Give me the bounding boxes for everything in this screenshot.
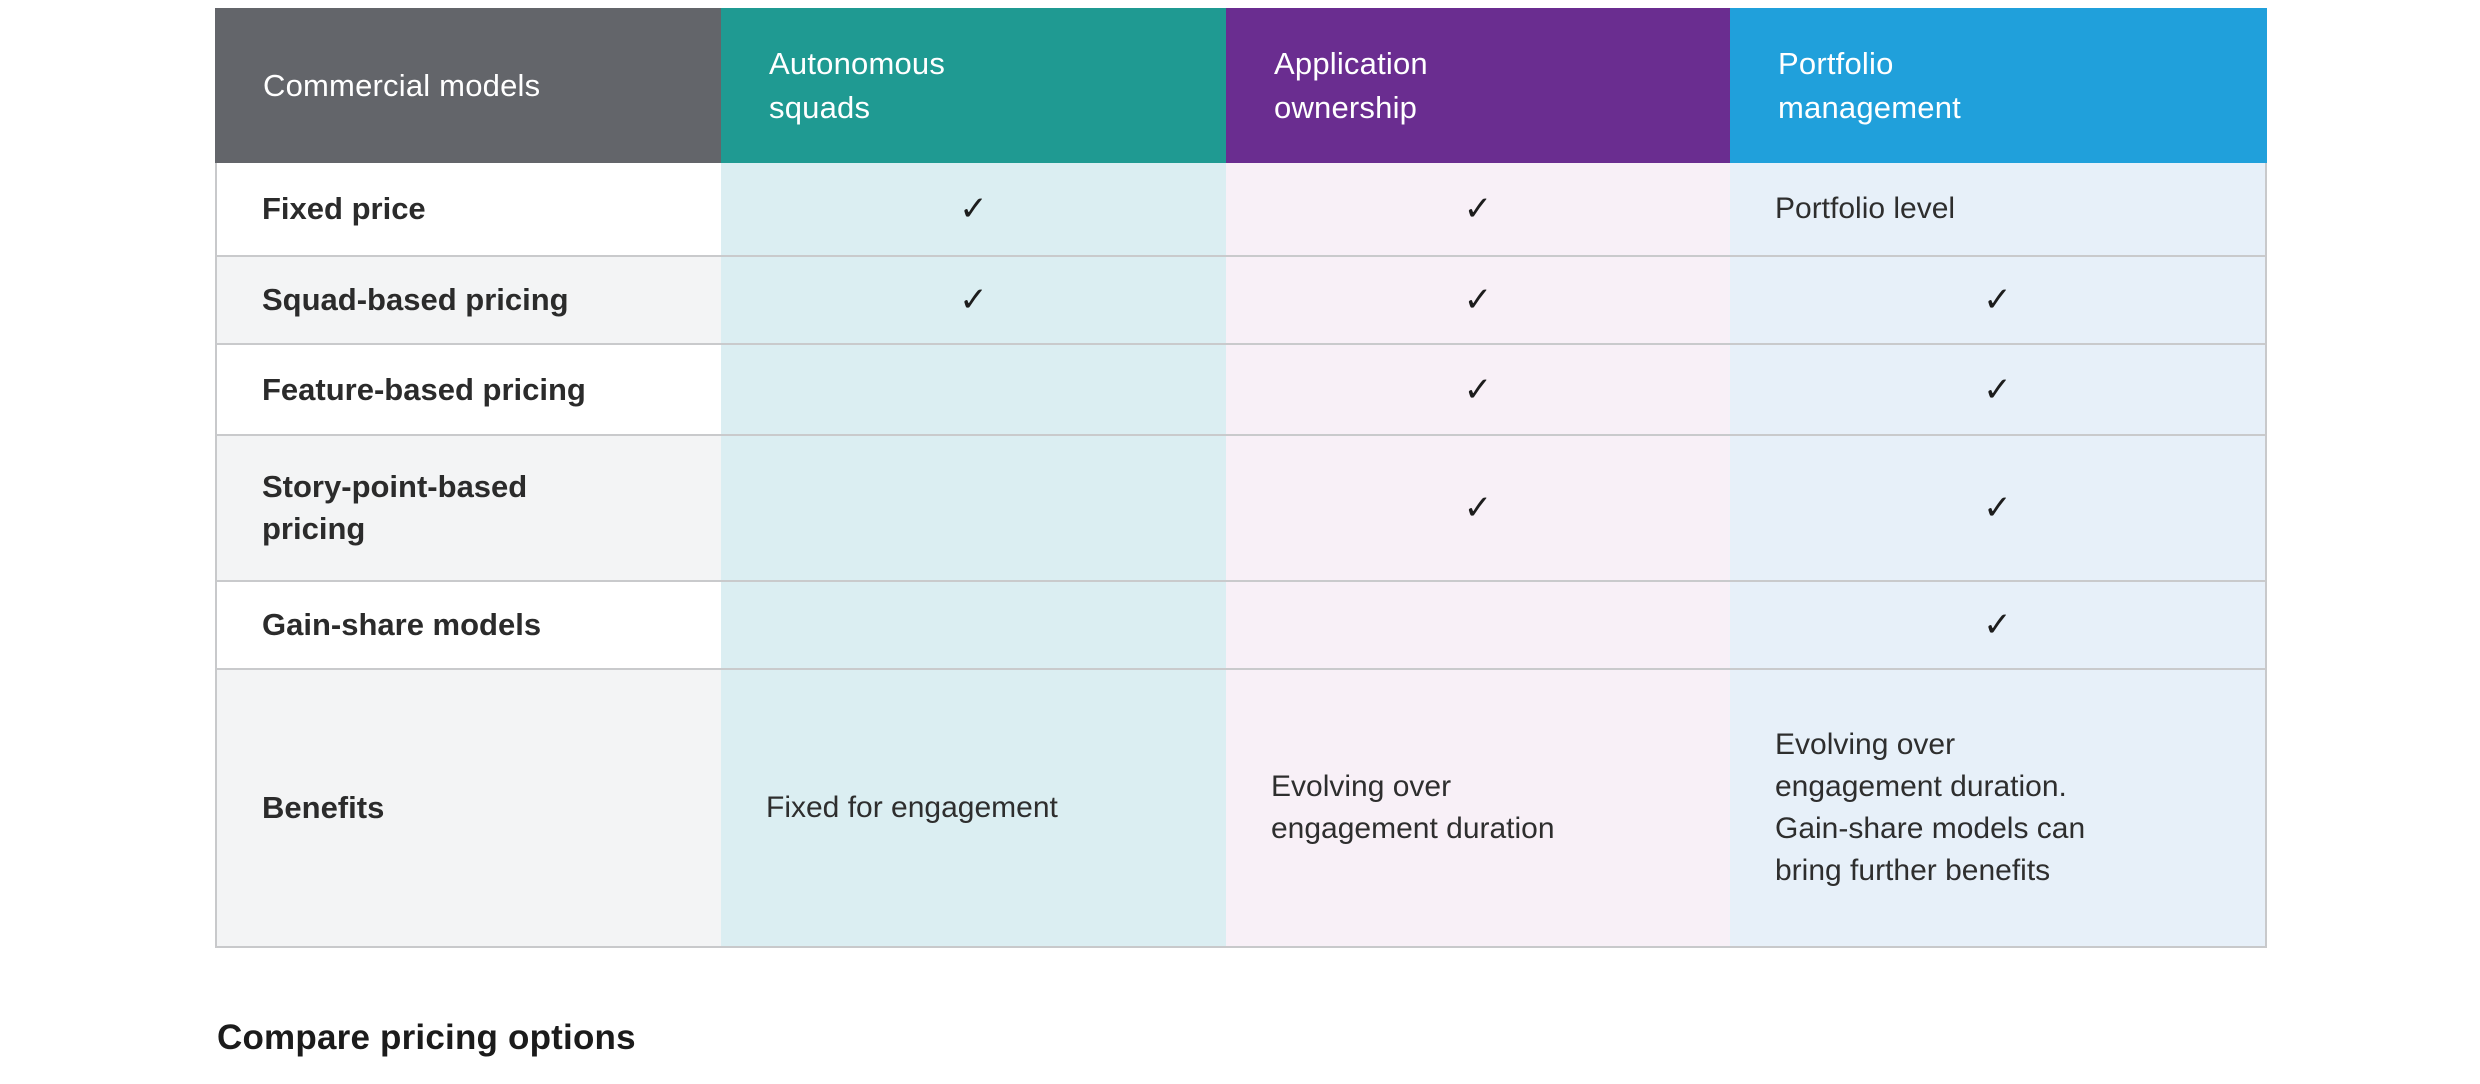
- row-label-cell: Story-point-based pricing: [217, 436, 721, 580]
- checkmark-icon: ✓: [1463, 489, 1493, 527]
- table-row-benefits: Benefits Fixed for engagement Evolving o…: [217, 668, 2265, 946]
- row-label: Benefits: [262, 790, 385, 826]
- checkmark-icon: ✓: [1463, 281, 1493, 319]
- checkmark-icon: ✓: [1463, 190, 1493, 228]
- header-label: Portfolio management: [1778, 46, 1961, 125]
- table-row-story-point-based-pricing: Story-point-based pricing ✓ ✓: [217, 434, 2265, 580]
- row-label-cell: Squad-based pricing: [217, 257, 721, 343]
- row-label: Feature-based pricing: [262, 371, 586, 407]
- cell-gain-share-application-ownership: [1226, 582, 1730, 668]
- row-label: Squad-based pricing: [262, 282, 569, 318]
- header-label: Application ownership: [1274, 46, 1428, 125]
- checkmark-icon: ✓: [959, 281, 988, 319]
- cell-feature-based-portfolio-management: ✓: [1730, 345, 2265, 434]
- cell-squad-based-portfolio-management: ✓: [1730, 257, 2265, 343]
- cell-benefits-autonomous-squads: Fixed for engagement: [721, 670, 1226, 946]
- header-cell-portfolio-management: Portfolio management: [1730, 8, 2267, 163]
- table-row-fixed-price: Fixed price ✓ ✓ Portfolio level: [217, 163, 2265, 255]
- cell-feature-based-application-ownership: ✓: [1226, 345, 1730, 434]
- table-caption: Compare pricing options: [217, 1018, 636, 1057]
- cell-fixed-price-application-ownership: ✓: [1226, 163, 1730, 255]
- cell-squad-based-autonomous-squads: ✓: [721, 257, 1226, 343]
- cell-feature-based-autonomous-squads: [721, 345, 1226, 434]
- cell-fixed-price-portfolio-management: Portfolio level: [1730, 163, 2265, 255]
- cell-gain-share-autonomous-squads: [721, 582, 1226, 668]
- row-label: Gain-share models: [262, 607, 542, 643]
- row-label-cell: Benefits: [217, 670, 721, 946]
- cell-story-point-application-ownership: ✓: [1226, 436, 1730, 580]
- table-body: Fixed price ✓ ✓ Portfolio level Squad-ba…: [215, 163, 2267, 948]
- cell-story-point-autonomous-squads: [721, 436, 1226, 580]
- cell-fixed-price-autonomous-squads: ✓: [721, 163, 1226, 255]
- header-label: Commercial models: [263, 67, 541, 103]
- table-row-gain-share-models: Gain-share models ✓: [217, 580, 2265, 668]
- cell-benefits-application-ownership: Evolving over engagement duration: [1226, 670, 1730, 946]
- header-cell-application-ownership: Application ownership: [1226, 8, 1730, 163]
- checkmark-icon: ✓: [1463, 370, 1493, 409]
- checkmark-icon: ✓: [1983, 606, 2012, 644]
- checkmark-icon: ✓: [1983, 489, 2012, 527]
- table-header-row: Commercial models Autonomous squads Appl…: [215, 8, 2267, 163]
- table-row-feature-based-pricing: Feature-based pricing ✓ ✓: [217, 343, 2265, 434]
- cell-value: Evolving over engagement duration: [1271, 770, 1555, 845]
- row-label-cell: Feature-based pricing: [217, 345, 721, 434]
- cell-squad-based-application-ownership: ✓: [1226, 257, 1730, 343]
- cell-value: Evolving over engagement duration. Gain-…: [1775, 728, 2086, 887]
- cell-value: Fixed for engagement: [766, 791, 1058, 824]
- row-label: Fixed price: [262, 191, 426, 227]
- checkmark-icon: ✓: [1983, 370, 2012, 409]
- checkmark-icon: ✓: [1983, 281, 2012, 319]
- cell-value: Portfolio level: [1775, 192, 1956, 225]
- cell-benefits-portfolio-management: Evolving over engagement duration. Gain-…: [1730, 670, 2265, 946]
- header-cell-autonomous-squads: Autonomous squads: [721, 8, 1226, 163]
- row-label-cell: Gain-share models: [217, 582, 721, 668]
- checkmark-icon: ✓: [959, 190, 988, 228]
- cell-gain-share-portfolio-management: ✓: [1730, 582, 2265, 668]
- table-row-squad-based-pricing: Squad-based pricing ✓ ✓ ✓: [217, 255, 2265, 343]
- row-label: Story-point-based pricing: [262, 469, 528, 546]
- cell-story-point-portfolio-management: ✓: [1730, 436, 2265, 580]
- header-label: Autonomous squads: [769, 46, 946, 125]
- pricing-comparison-table: Commercial models Autonomous squads Appl…: [215, 8, 2267, 948]
- row-label-cell: Fixed price: [217, 163, 721, 255]
- header-cell-commercial-models: Commercial models: [215, 8, 721, 163]
